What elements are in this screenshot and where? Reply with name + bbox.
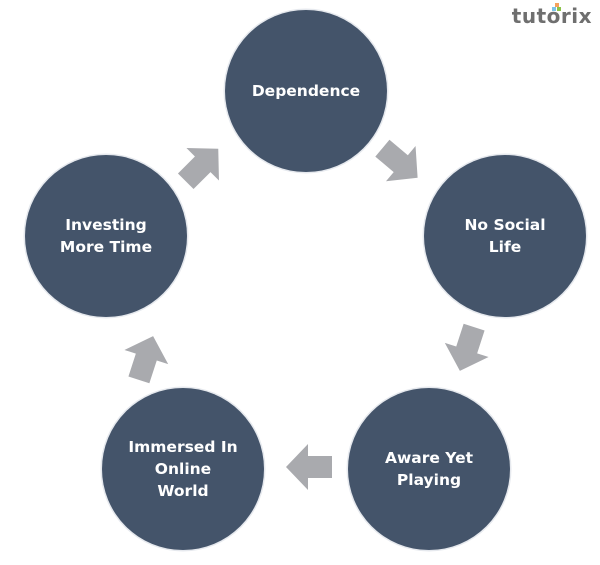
logo-dots-icon <box>551 3 562 11</box>
logo-dot <box>556 7 561 11</box>
node-aware-yet-playing: Aware Yet Playing <box>348 388 510 550</box>
node-no-social-life: No Social Life <box>424 155 586 317</box>
node-dependence: Dependence <box>225 10 387 172</box>
logo-dot <box>551 7 556 11</box>
arrow-right-icon <box>365 128 435 198</box>
node-immersed-in-online-world: Immersed In Online World <box>102 388 264 550</box>
arrow-right-icon <box>114 326 177 389</box>
node-label: Immersed In Online World <box>128 438 238 500</box>
node-label: No Social Life <box>464 216 546 256</box>
arrow-right-icon <box>284 442 334 492</box>
arrow-right-icon <box>435 317 498 380</box>
node-investing-more-time: Investing More Time <box>25 155 187 317</box>
logo-text: tutorix <box>511 4 592 28</box>
arrow-right-icon <box>167 130 238 201</box>
node-label: Dependence <box>251 82 361 100</box>
logo-dot <box>554 3 559 7</box>
node-label: Investing More Time <box>59 216 153 256</box>
node-label: Aware Yet Playing <box>384 449 474 489</box>
tutorix-logo: tutorix <box>511 3 592 28</box>
